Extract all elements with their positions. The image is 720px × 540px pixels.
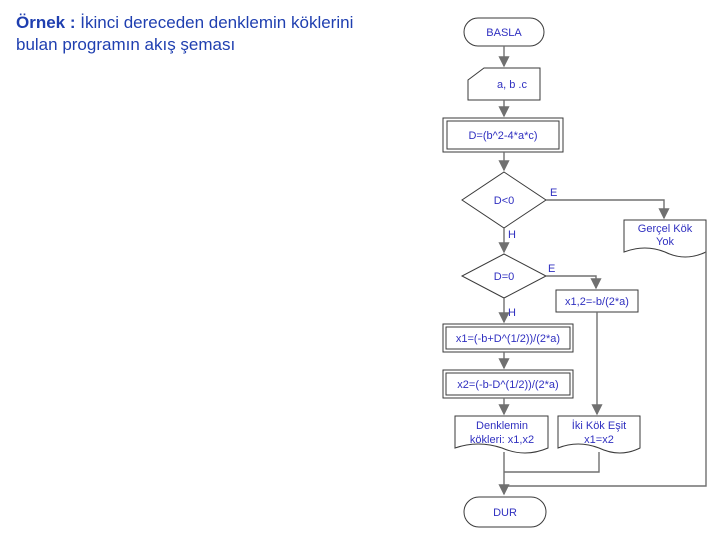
roots-output-line2: kökleri: x1,x2: [470, 434, 534, 446]
arrow-decision2-yes: [546, 275, 602, 290]
decision1-yes-label: E: [550, 187, 557, 199]
decision2-label: D=0: [494, 271, 515, 283]
arrow-equal-merge: [504, 452, 600, 473]
no-real-root-output: [623, 219, 707, 258]
arrow-decision1-yes: [546, 199, 670, 220]
decision2-no-label: H: [508, 307, 516, 319]
x2-calc-inner: [445, 372, 571, 396]
double-root-label: x1,2=-b/(2*a): [565, 296, 629, 308]
roots-output: [454, 415, 549, 454]
input-box: [467, 67, 541, 101]
input-label: a, b .c: [497, 79, 527, 91]
no-real-root-line1: Gerçel Kök: [638, 223, 693, 235]
arrow-no-root-merge: [504, 252, 707, 487]
end-terminator: [463, 496, 547, 528]
equal-roots-line1: İki Kök Eşit: [572, 419, 626, 432]
discriminant-inner: [446, 120, 560, 150]
decision2-yes-label: E: [548, 263, 555, 275]
end-label: DUR: [493, 507, 517, 519]
no-real-root-line2: Yok: [656, 236, 674, 248]
slide-title: Örnek : İkinci dereceden denklemin kökle…: [16, 12, 436, 56]
decision1-label: D<0: [494, 195, 515, 207]
title-line2: bulan programın akış şeması: [16, 35, 236, 54]
equal-roots-line2: x1=x2: [584, 434, 614, 446]
equal-roots-output: [557, 415, 641, 454]
x1-calc-inner: [445, 326, 571, 350]
discriminant-label: D=(b^2-4*a*c): [468, 130, 537, 142]
x2-calc-label: x2=(-b-D^(1/2))/(2*a): [457, 379, 558, 391]
title-prefix: Örnek :: [16, 13, 76, 32]
roots-output-line1: Denklemin: [476, 420, 528, 432]
start-label: BASLA: [486, 27, 522, 39]
x1-calc-label: x1=(-b+D^(1/2))/(2*a): [456, 333, 560, 345]
decision1-no-label: H: [508, 229, 516, 241]
title-line1: İkinci dereceden denklemin köklerini: [75, 13, 354, 32]
